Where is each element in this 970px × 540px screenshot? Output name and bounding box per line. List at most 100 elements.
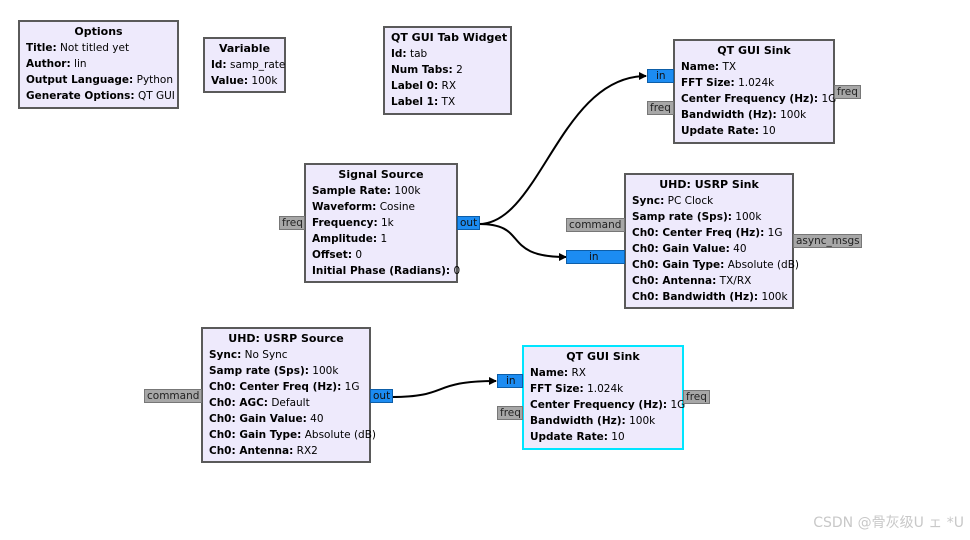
param-row: Ch0: Gain Type: Absolute (dB) xyxy=(632,257,799,273)
param-row: Sync: PC Clock xyxy=(632,193,786,209)
wire-signal-source-to-qt-sink-tx[interactable] xyxy=(478,72,647,225)
qt-sink-rx-freq-out-port[interactable]: freq xyxy=(683,390,710,404)
param-key: Label 0: xyxy=(391,80,439,92)
param-key: Title: xyxy=(26,42,57,54)
usrp-source-out-port[interactable]: out xyxy=(370,389,393,403)
param-value: samp_rate xyxy=(229,59,286,71)
param-row: Id: tab xyxy=(391,46,504,62)
param-value: No Sync xyxy=(244,349,288,361)
param-value: TX/RX xyxy=(719,275,752,287)
qt-sink-tx-freq-out-port[interactable]: freq xyxy=(834,85,861,99)
param-key: Samp rate (Sps): xyxy=(632,211,732,223)
param-value: 1G xyxy=(670,399,686,411)
param-row: Samp rate (Sps): 100k xyxy=(209,363,363,379)
param-value: Absolute (dB) xyxy=(304,429,377,441)
param-value: lin xyxy=(74,58,87,70)
param-row: Frequency: 1k xyxy=(312,215,450,231)
wire-signal-source-to-usrp-sink[interactable] xyxy=(478,223,567,261)
wire-usrp-source-to-qt-sink-rx[interactable] xyxy=(391,377,497,398)
param-row: FFT Size: 1.024k xyxy=(681,75,827,91)
param-value: 0 xyxy=(453,265,461,277)
param-row: Initial Phase (Radians): 0 xyxy=(312,263,460,279)
param-key: Value: xyxy=(211,75,249,87)
qt-sink-rx-in-port[interactable]: in xyxy=(497,374,523,388)
param-row: Ch0: Center Freq (Hz): 1G xyxy=(209,379,363,395)
param-key: Ch0: Center Freq (Hz): xyxy=(209,381,342,393)
block-title: QT GUI Sink xyxy=(717,44,791,57)
param-key: Ch0: AGC: xyxy=(209,397,268,409)
param-row: Sync: No Sync xyxy=(209,347,363,363)
param-value: 1G xyxy=(344,381,360,393)
qt-gui-sink-rx-block[interactable]: QT GUI Sink Name: RX FFT Size: 1.024k Ce… xyxy=(522,345,685,450)
param-value: Python xyxy=(136,74,174,86)
param-key: Ch0: Gain Value: xyxy=(632,243,730,255)
param-key: Ch0: Antenna: xyxy=(209,445,294,457)
param-row: Sample Rate: 100k xyxy=(312,183,450,199)
param-key: Author: xyxy=(26,58,71,70)
qt-gui-sink-tx-block[interactable]: QT GUI Sink Name: TX FFT Size: 1.024k Ce… xyxy=(673,39,836,144)
param-key: Ch0: Gain Type: xyxy=(632,259,725,271)
usrp-sink-async-msgs-port[interactable]: async_msgs xyxy=(793,234,862,248)
param-key: Output Language: xyxy=(26,74,134,86)
param-key: Sync: xyxy=(209,349,242,361)
param-key: Frequency: xyxy=(312,217,378,229)
param-key: Bandwidth (Hz): xyxy=(530,415,626,427)
param-value: 2 xyxy=(456,64,463,76)
param-value: 100k xyxy=(761,291,788,303)
param-value: RX xyxy=(441,80,457,92)
param-value: 100k xyxy=(394,185,421,197)
signal-source-out-port[interactable]: out xyxy=(457,216,480,230)
qt-sink-tx-freq-in-port[interactable]: freq xyxy=(647,101,674,115)
usrp-sink-command-port[interactable]: command xyxy=(566,218,625,232)
param-key: Ch0: Center Freq (Hz): xyxy=(632,227,765,239)
param-key: Ch0: Gain Value: xyxy=(209,413,307,425)
usrp-sink-in-port[interactable]: in xyxy=(566,250,625,264)
param-row: Output Language: Python xyxy=(26,72,174,88)
param-value: 1G xyxy=(767,227,783,239)
param-key: Sample Rate: xyxy=(312,185,391,197)
block-title: UHD: USRP Sink xyxy=(659,178,759,191)
param-key: Waveform: xyxy=(312,201,377,213)
qt-sink-tx-in-port[interactable]: in xyxy=(647,69,674,83)
param-row: Author: lin xyxy=(26,56,171,72)
param-row: Ch0: Gain Value: 40 xyxy=(209,411,363,427)
usrp-source-command-port[interactable]: command xyxy=(144,389,202,403)
param-row: Center Frequency (Hz): 1G xyxy=(530,397,685,413)
param-value: 10 xyxy=(762,125,776,137)
signal-source-block[interactable]: Signal Source Sample Rate: 100k Waveform… xyxy=(304,163,460,283)
param-value: TX xyxy=(441,96,456,108)
param-value: 1 xyxy=(380,233,388,245)
param-row: Label 0: RX xyxy=(391,78,504,94)
variable-block[interactable]: Variable Id: samp_rate Value: 100k xyxy=(203,37,286,93)
param-row: Amplitude: 1 xyxy=(312,231,450,247)
param-row: Label 1: TX xyxy=(391,94,504,110)
signal-source-freq-port[interactable]: freq xyxy=(279,216,305,230)
param-row: Update Rate: 10 xyxy=(681,123,827,139)
block-title: QT GUI Sink xyxy=(566,350,640,363)
block-title: Signal Source xyxy=(338,168,424,181)
param-key: Id: xyxy=(211,59,227,71)
param-row: Name: TX xyxy=(681,59,827,75)
param-key: Center Frequency (Hz): xyxy=(681,93,819,105)
block-title: Options xyxy=(74,25,123,38)
param-key: Ch0: Antenna: xyxy=(632,275,717,287)
param-key: Amplitude: xyxy=(312,233,378,245)
param-value: 40 xyxy=(733,243,747,255)
block-title: UHD: USRP Source xyxy=(228,332,344,345)
usrp-sink-block[interactable]: UHD: USRP Sink Sync: PC Clock Samp rate … xyxy=(624,173,799,309)
param-key: Id: xyxy=(391,48,407,60)
qt-sink-rx-freq-in-port[interactable]: freq xyxy=(497,406,523,420)
param-row: Center Frequency (Hz): 1G xyxy=(681,91,836,107)
param-value: 100k xyxy=(251,75,278,87)
param-value: 100k xyxy=(780,109,807,121)
usrp-source-block[interactable]: UHD: USRP Source Sync: No Sync Samp rate… xyxy=(201,327,376,463)
param-value: 100k xyxy=(312,365,339,377)
param-key: Offset: xyxy=(312,249,353,261)
param-key: Samp rate (Sps): xyxy=(209,365,309,377)
tab-widget-block[interactable]: QT GUI Tab Widget Id: tab Num Tabs: 2 La… xyxy=(383,26,512,115)
param-row: Ch0: Antenna: RX2 xyxy=(209,443,363,459)
param-row: Value: 100k xyxy=(211,73,278,89)
options-block[interactable]: Options Title: Not titled yet Author: li… xyxy=(18,20,179,109)
